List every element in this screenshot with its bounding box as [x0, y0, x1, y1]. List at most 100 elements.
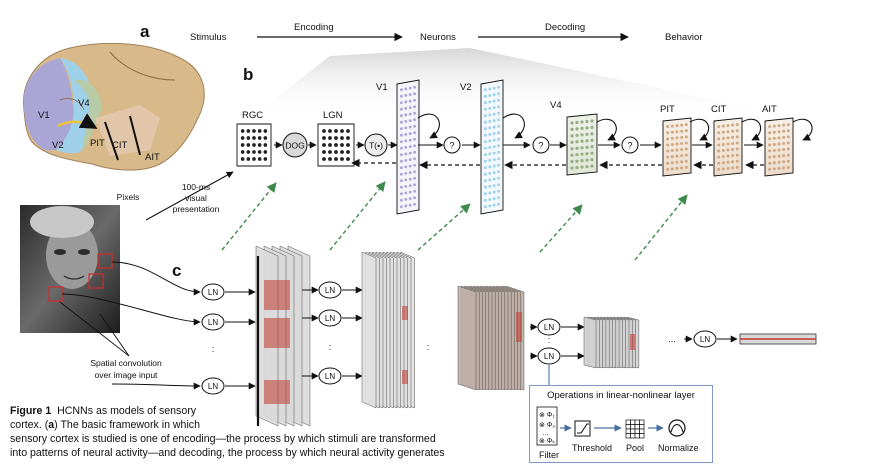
- brain-label-ait: AIT: [145, 152, 160, 163]
- svg-text:?: ?: [538, 141, 543, 151]
- operations-box: Operations in linear-nonlinear layer ⊗ Φ…: [529, 385, 713, 463]
- pit-grid: [662, 117, 692, 177]
- stimulus-portrait: [20, 205, 120, 333]
- ln-node: LN: [201, 377, 225, 395]
- svg-text:...: ...: [668, 334, 676, 344]
- ln-node: LN: [537, 347, 561, 365]
- ln-node: LN: [318, 367, 342, 385]
- svg-text:LN: LN: [208, 382, 218, 391]
- spatial-label-2: over image input: [95, 370, 158, 380]
- normalize-icon: [667, 418, 686, 437]
- pipeline-stimulus: Stimulus: [190, 32, 227, 43]
- svg-text:LN: LN: [208, 288, 218, 297]
- layer-1-stack: [255, 245, 311, 427]
- ln-node: LN: [201, 283, 225, 301]
- spatial-label-1: Spatial convolution: [90, 358, 162, 368]
- pipeline-behavior: Behavior: [665, 32, 703, 43]
- layer-4-stack: [583, 316, 640, 369]
- svg-text:…: …: [542, 430, 549, 437]
- pool-icon: [625, 419, 644, 438]
- threshold-icon: [574, 420, 590, 436]
- output-layer: [739, 333, 817, 345]
- svg-text:LN: LN: [325, 286, 335, 295]
- svg-text:LN: LN: [544, 352, 554, 361]
- unknown-node: ?: [621, 136, 639, 154]
- stage-label-v1: V1: [376, 82, 388, 93]
- svg-text:LN: LN: [325, 372, 335, 381]
- svg-text:?: ?: [449, 141, 454, 151]
- svg-text:⊗ Φₖ: ⊗ Φₖ: [539, 438, 555, 445]
- ln-node: LN: [318, 281, 342, 299]
- unknown-transform-nodes: ???: [443, 136, 639, 154]
- lgn-grid: [317, 123, 355, 167]
- operations-title: Operations in linear-nonlinear layer: [547, 390, 695, 401]
- stage-label-v4: V4: [550, 100, 562, 111]
- v1-grid: [396, 79, 420, 215]
- caption-figure-label: Figure 1: [10, 405, 52, 417]
- presentation-label-1: 100-ms: [182, 182, 210, 192]
- panel-label-b: b: [243, 65, 253, 84]
- presentation-label-3: presentation: [173, 204, 220, 214]
- ln-node: LN: [201, 313, 225, 331]
- operations-filter-label: Filter: [539, 450, 559, 460]
- svg-text::: :: [329, 342, 332, 352]
- rgc-grid: [236, 123, 272, 167]
- ait-grid: [764, 117, 794, 177]
- operations-normalize-label: Normalize: [658, 443, 699, 453]
- encoding-decoding-pipeline: Stimulus Encoding Neurons Decoding Behav…: [190, 22, 703, 43]
- layer-2-stack: [361, 251, 415, 409]
- panel-label-c: c: [172, 261, 181, 280]
- stage-label-lgn: LGN: [323, 110, 343, 121]
- svg-text:LN: LN: [700, 335, 710, 344]
- pixels-label: Pixels: [117, 192, 140, 202]
- svg-text::: :: [548, 335, 551, 345]
- cit-grid: [713, 117, 743, 177]
- pipeline-neurons: Neurons: [420, 32, 456, 43]
- svg-text:T(•): T(•): [369, 141, 383, 151]
- projection-beam: [250, 48, 800, 118]
- feedback-arrows: [351, 158, 764, 170]
- caption-line-2: cortex. (a) The basic framework in which: [10, 419, 200, 431]
- svg-text:⊗ Φ₂: ⊗ Φ₂: [539, 422, 555, 429]
- stage-label-cit: CIT: [711, 104, 727, 115]
- brain-label-v1: V1: [38, 110, 50, 121]
- svg-text:?: ?: [627, 141, 632, 151]
- dog-node: DOG: [282, 132, 308, 158]
- operations-threshold-label: Threshold: [572, 443, 613, 453]
- svg-text:⊗ Φ₁: ⊗ Φ₁: [539, 412, 555, 419]
- layer-3-stack: [457, 285, 525, 391]
- figure-caption: Figure 1 HCNNs as models of sensory cort…: [10, 404, 530, 460]
- caption-line-4: into patterns of neural activity—and dec…: [10, 447, 445, 459]
- threshold-node: T(•): [364, 133, 388, 157]
- stage-label-rgc: RGC: [242, 110, 263, 121]
- v2-grid: [480, 79, 504, 215]
- caption-line-1: Figure 1 HCNNs as models of sensory: [10, 405, 197, 417]
- svg-text::: :: [212, 344, 215, 354]
- svg-text:LN: LN: [325, 314, 335, 323]
- ln-node: LN: [318, 309, 342, 327]
- svg-text:LN: LN: [544, 323, 554, 332]
- unknown-node: ?: [532, 136, 550, 154]
- stage-label-pit: PIT: [660, 104, 675, 115]
- brain-label-pit: PIT: [90, 138, 105, 149]
- neuron-grids: [236, 79, 794, 215]
- brain-label-v4: V4: [78, 98, 90, 109]
- stage-label-ait: AIT: [762, 104, 777, 115]
- caption-line-3: sensory cortex is studied is one of enco…: [10, 433, 436, 445]
- pipeline-decoding: Decoding: [545, 22, 585, 33]
- panel-label-a: a: [140, 22, 150, 41]
- pipeline-encoding: Encoding: [294, 22, 334, 33]
- ln-node: LN: [693, 330, 717, 348]
- svg-text:LN: LN: [208, 318, 218, 327]
- svg-text:DOG: DOG: [285, 141, 304, 151]
- operations-diagram: ⊗ Φ₁ ⊗ Φ₂ … ⊗ Φₖ: [536, 406, 686, 445]
- model-to-brain-arrows: [221, 181, 688, 261]
- brain-label-cit: CIT: [112, 140, 128, 151]
- recurrent-loops: [417, 113, 813, 141]
- macaque-brain: V1 V2 V4 PIT CIT AIT: [23, 42, 205, 171]
- v4-grid: [566, 113, 598, 176]
- svg-text::: :: [427, 342, 430, 352]
